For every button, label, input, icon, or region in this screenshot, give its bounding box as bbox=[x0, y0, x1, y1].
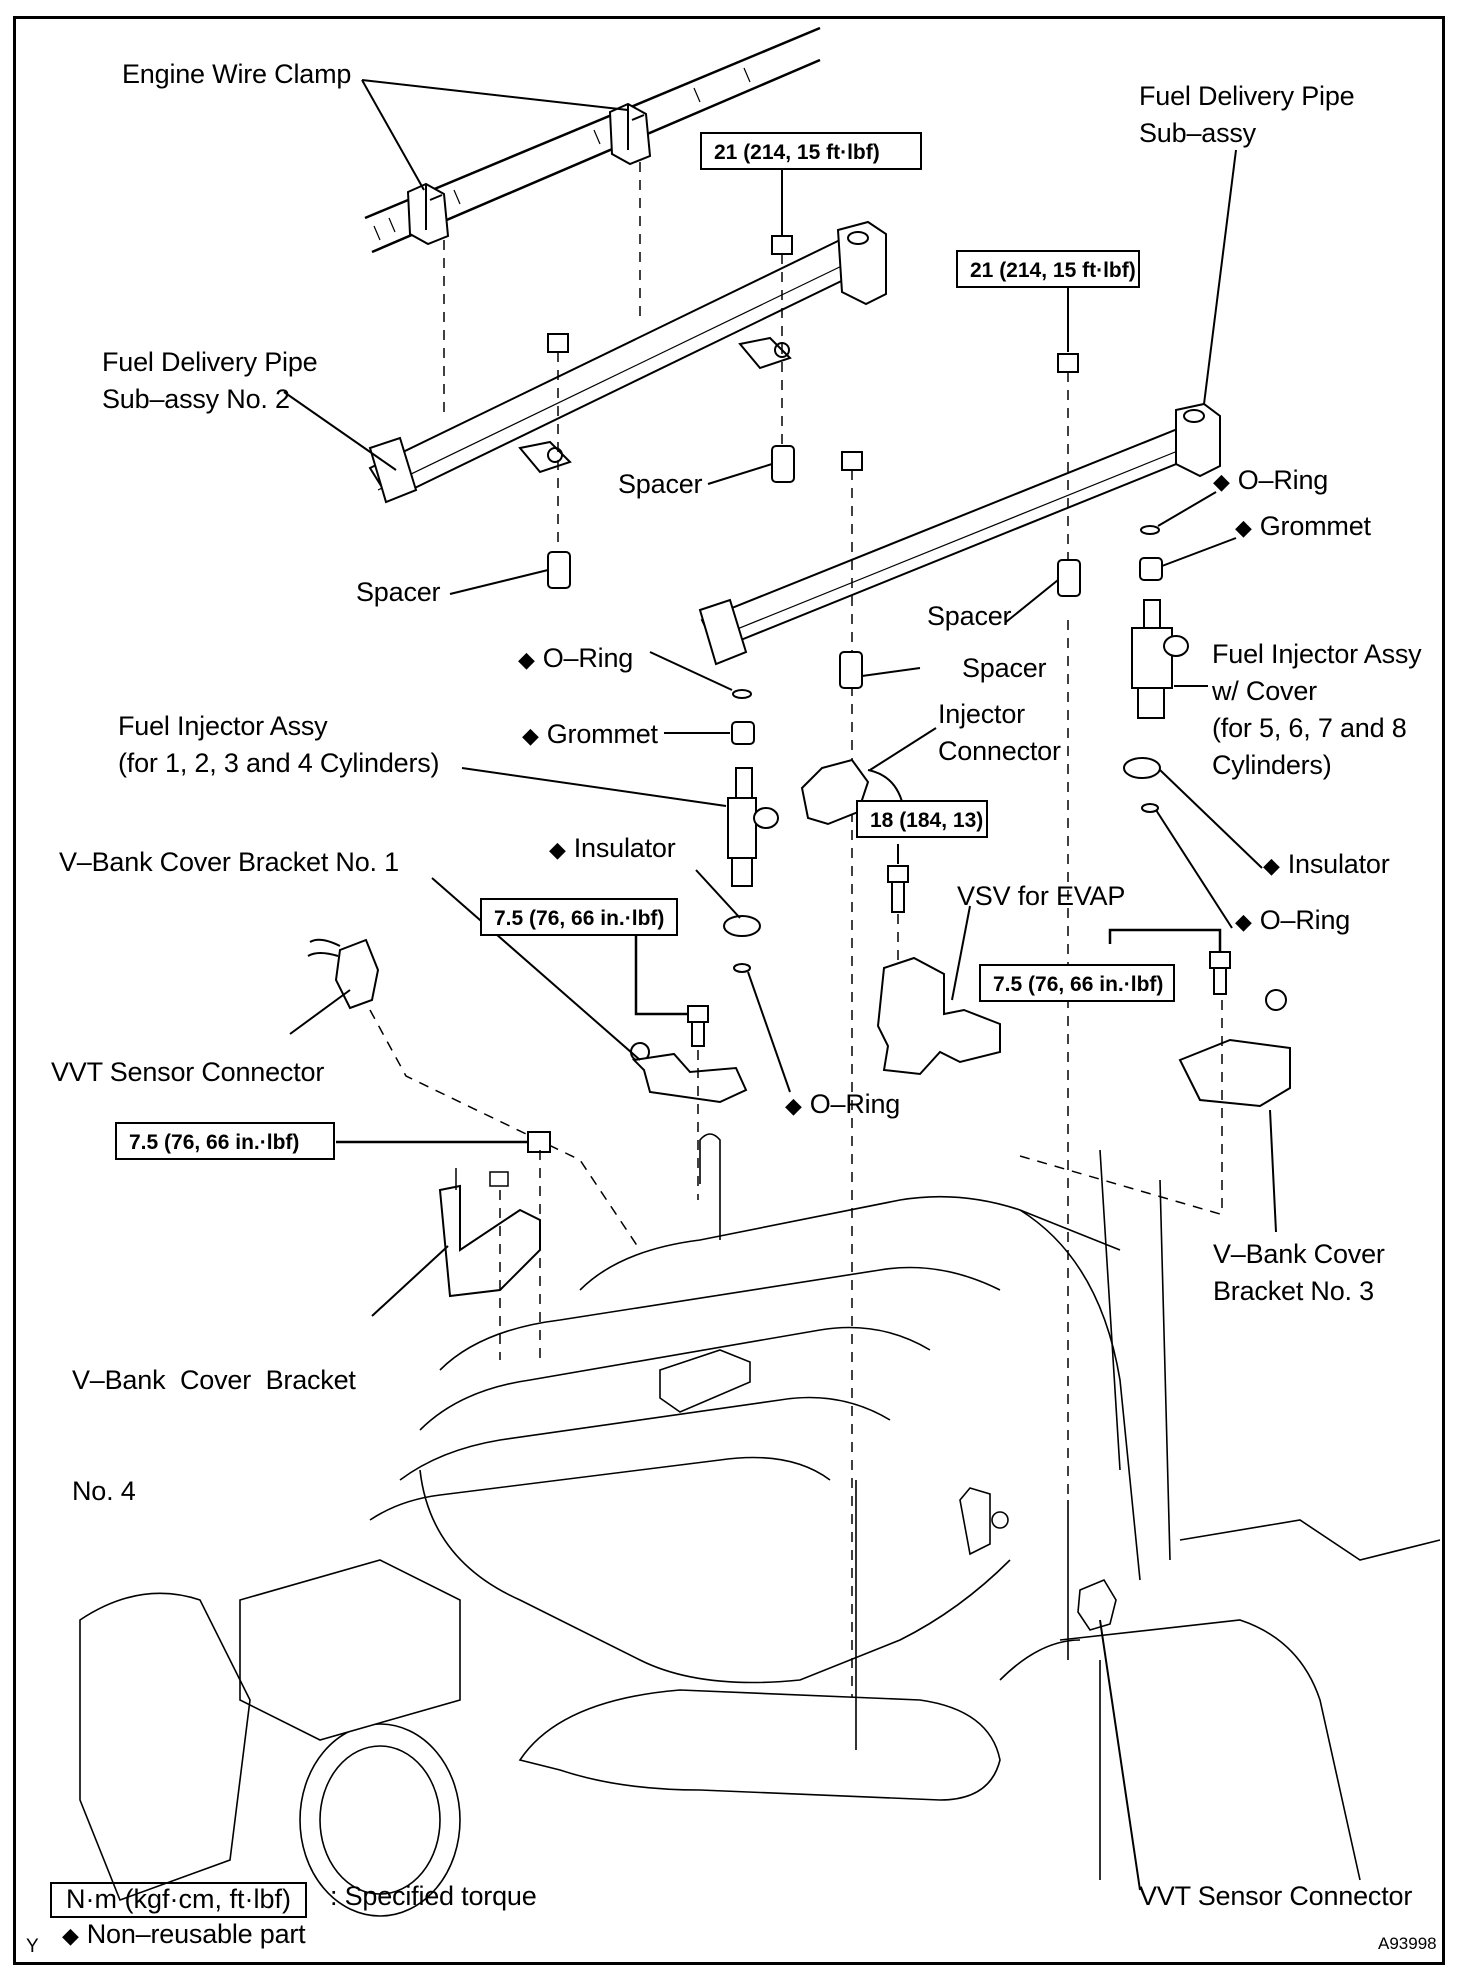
label-line: V–Bank Cover Bracket bbox=[72, 1365, 356, 1395]
label-line: (for 1, 2, 3 and 4 Cylinders) bbox=[118, 748, 440, 778]
injector-right-stack bbox=[1123, 525, 1189, 813]
label-spacer-3: Spacer bbox=[927, 601, 1012, 631]
label-fuel-injector-left: Fuel Injector Assy (for 1, 2, 3 and 4 Cy… bbox=[118, 708, 440, 782]
non-reusable-diamond-icon: ◆ bbox=[785, 1093, 802, 1118]
wire-clamp-left bbox=[406, 182, 450, 246]
label-line: Sub–assy No. 2 bbox=[102, 384, 290, 414]
bolts-and-spacers bbox=[547, 168, 1081, 1750]
label-line: Injector bbox=[938, 699, 1025, 729]
label-text: Grommet bbox=[546, 719, 658, 749]
label-text: O–Ring bbox=[1237, 465, 1329, 495]
label-line: Sub–assy bbox=[1139, 118, 1256, 148]
fuel-delivery-pipe bbox=[698, 402, 1221, 666]
label-line: (for 5, 6, 7 and 8 bbox=[1212, 713, 1407, 743]
legend-torque-unit-box: N·m (kgf·cm, ft·lbf) bbox=[50, 1882, 307, 1918]
label-vbank-bracket-1: V–Bank Cover Bracket No. 1 bbox=[59, 847, 399, 877]
label-spacer-2: Spacer bbox=[356, 577, 441, 607]
label-text: O–Ring bbox=[1259, 905, 1351, 935]
torque-spec-bracket3-bolt: 7.5 (76, 66 in.·lbf) bbox=[979, 964, 1175, 1002]
label-injector-connector: Injector Connector bbox=[938, 696, 1061, 770]
torque-spec-vsv-bolt: 18 (184, 13) bbox=[856, 800, 988, 838]
label-line: Cylinders) bbox=[1212, 750, 1332, 780]
label-vvt-sensor-connector-left: VVT Sensor Connector bbox=[51, 1057, 325, 1087]
label-text: Insulator bbox=[573, 833, 676, 863]
label-line: Connector bbox=[938, 736, 1061, 766]
fuel-delivery-pipe-no2 bbox=[368, 220, 887, 504]
label-grommet-left: ◆ Grommet bbox=[522, 716, 658, 754]
label-line: Fuel Injector Assy bbox=[1212, 639, 1422, 669]
label-o-ring-right: ◆ O–Ring bbox=[1235, 902, 1350, 940]
legend-torque-desc: : Specified torque bbox=[330, 1881, 537, 1911]
wire-clamp-right bbox=[608, 102, 652, 166]
label-line: w/ Cover bbox=[1212, 676, 1317, 706]
label-line: No. 4 bbox=[72, 1476, 136, 1506]
label-fuel-delivery-pipe: Fuel Delivery Pipe Sub–assy bbox=[1139, 78, 1355, 152]
label-text: Grommet bbox=[1259, 511, 1371, 541]
label-text: O–Ring bbox=[542, 643, 634, 673]
label-insulator-right: ◆ Insulator bbox=[1263, 846, 1390, 884]
label-o-ring-upper-right: ◆ O–Ring bbox=[1213, 462, 1328, 500]
label-line: V–Bank Cover bbox=[1213, 1239, 1385, 1269]
non-reusable-diamond-icon: ◆ bbox=[518, 647, 535, 672]
engine-intake-manifold bbox=[79, 1133, 1441, 1917]
non-reusable-diamond-icon: ◆ bbox=[1235, 909, 1252, 934]
non-reusable-diamond-icon: ◆ bbox=[549, 837, 566, 862]
label-insulator-left: ◆ Insulator bbox=[549, 830, 676, 868]
label-fuel-delivery-pipe-no2: Fuel Delivery Pipe Sub–assy No. 2 bbox=[102, 344, 318, 418]
label-vsv-evap: VSV for EVAP bbox=[957, 881, 1126, 911]
injector-left-stack bbox=[723, 689, 779, 973]
vsv-evap-part bbox=[876, 844, 1001, 1076]
legend-text: Non–reusable part bbox=[86, 1919, 306, 1949]
torque-spec-bracket4-nut: 7.5 (76, 66 in.·lbf) bbox=[115, 1122, 335, 1160]
label-line: Bracket No. 3 bbox=[1213, 1276, 1374, 1306]
label-vbank-bracket-3: V–Bank Cover Bracket No. 3 bbox=[1213, 1236, 1385, 1310]
label-text: Insulator bbox=[1287, 849, 1390, 879]
label-line: Fuel Injector Assy bbox=[118, 711, 328, 741]
label-line: Fuel Delivery Pipe bbox=[1139, 81, 1355, 111]
vvt-connector-left-part bbox=[289, 938, 641, 1251]
non-reusable-diamond-icon: ◆ bbox=[62, 1923, 79, 1948]
label-vvt-sensor-connector-right: VVT Sensor Connector bbox=[1139, 1881, 1413, 1911]
vbank-bracket-3 bbox=[1019, 928, 1291, 1233]
vbank-bracket-4 bbox=[336, 1131, 551, 1360]
diagram-border bbox=[13, 16, 1445, 1965]
non-reusable-diamond-icon: ◆ bbox=[1263, 853, 1280, 878]
vbank-bracket-1 bbox=[431, 877, 748, 1200]
figure-id: A93998 bbox=[1378, 1934, 1437, 1953]
label-vbank-bracket-4: V–Bank Cover Bracket No. 4 bbox=[72, 1288, 356, 1547]
torque-spec-fuel-pipe-left: 21 (214, 15 ft·lbf) bbox=[700, 132, 922, 170]
label-spacer-1: Spacer bbox=[618, 469, 703, 499]
non-reusable-diamond-icon: ◆ bbox=[1235, 515, 1252, 540]
non-reusable-diamond-icon: ◆ bbox=[522, 723, 539, 748]
label-engine-wire-clamp: Engine Wire Clamp bbox=[122, 59, 352, 89]
corner-mark: Y bbox=[26, 1936, 39, 1957]
legend-non-reusable: ◆ Non–reusable part bbox=[62, 1916, 306, 1954]
label-grommet-right: ◆ Grommet bbox=[1235, 508, 1371, 546]
label-text: O–Ring bbox=[809, 1089, 901, 1119]
label-spacer-4: Spacer bbox=[962, 653, 1047, 683]
non-reusable-diamond-icon: ◆ bbox=[1213, 469, 1230, 494]
label-o-ring-center: ◆ O–Ring bbox=[785, 1086, 900, 1124]
torque-spec-fuel-pipe-right: 21 (214, 15 ft·lbf) bbox=[956, 250, 1140, 288]
label-fuel-injector-right: Fuel Injector Assy w/ Cover (for 5, 6, 7… bbox=[1212, 636, 1422, 784]
torque-spec-bracket1-bolt: 7.5 (76, 66 in.·lbf) bbox=[480, 898, 678, 936]
label-line: Fuel Delivery Pipe bbox=[102, 347, 318, 377]
label-o-ring-left: ◆ O–Ring bbox=[518, 640, 633, 678]
